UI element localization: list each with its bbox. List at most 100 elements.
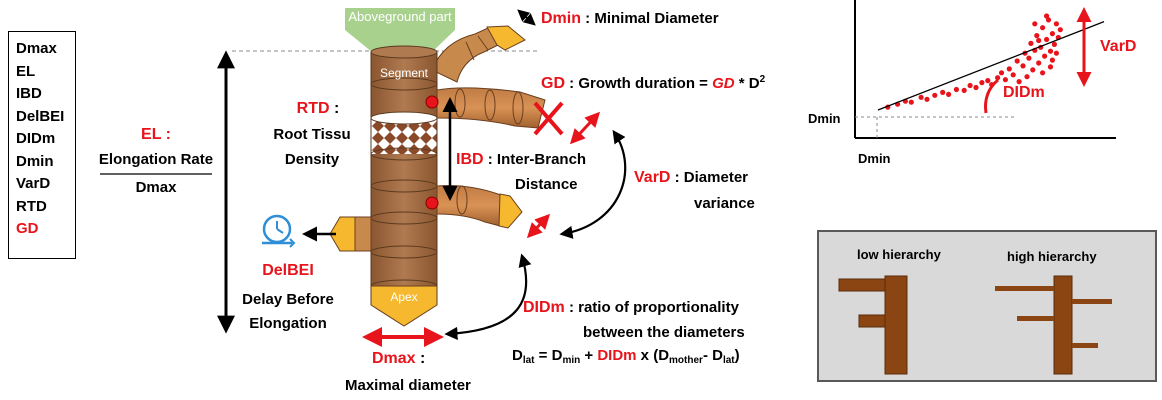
vard-curve-arrow	[559, 129, 627, 239]
param-item-dmin: Dmin	[16, 152, 54, 170]
el-abbr: EL :	[141, 126, 171, 143]
eq-times: x (D	[636, 347, 670, 364]
delbei-desc-1: Delay Before	[242, 291, 334, 308]
lower-branch-diameter-arrow	[526, 213, 551, 239]
didm-angle-arc	[984, 78, 999, 114]
scatter-point	[924, 96, 930, 102]
scatter-point	[1034, 33, 1040, 39]
rtd-sep: :	[334, 100, 340, 117]
didm-desc-2: between the diameters	[583, 324, 745, 341]
param-item-ibd: IBD	[16, 85, 42, 102]
upper-branch-diameter-arrow	[569, 111, 601, 145]
param-item-gd: GD	[16, 220, 39, 237]
trend-line	[877, 20, 1105, 111]
eq-sub-lat: lat	[522, 355, 535, 366]
didm-equation: Dlat = Dmin + DIDm x (Dmother- Dlat)	[512, 347, 740, 370]
eq-sub-min: min	[562, 355, 581, 366]
scatter-point	[1047, 64, 1054, 70]
hierarchy-panel: low hierarchy high hierarchy	[817, 230, 1157, 382]
didm-abbr: DIDm	[523, 299, 565, 316]
scatter-point	[1053, 50, 1059, 56]
eq-minus: - D	[702, 347, 723, 364]
eq-sub-mother: mother	[669, 355, 703, 366]
scatter-point	[1014, 58, 1020, 64]
rtd-desc-2: Density	[284, 151, 340, 168]
hierarchy-illustration	[838, 275, 1112, 375]
left-lateral-branch	[329, 216, 372, 252]
rtd-abbr-line: RTD :	[268, 100, 368, 118]
dmax-desc: Maximal diameter	[345, 377, 471, 394]
didm-line: DIDm : ratio of proportionality	[523, 299, 739, 317]
didm-desc-1: : ratio of proportionality	[568, 299, 739, 316]
eq-didm: DIDm	[597, 347, 637, 364]
ibd-desc-2: Distance	[515, 176, 578, 193]
eq-close: )	[734, 347, 740, 364]
delbei-abbr: DelBEI	[262, 262, 314, 279]
scatter-point	[1047, 48, 1054, 54]
scatter-point	[1036, 60, 1042, 66]
apex-label: Apex	[390, 290, 418, 304]
scatter-vard-label: VarD	[1100, 38, 1137, 55]
high-hierarchy-label: high hierarchy	[1007, 249, 1097, 264]
branch-node-lower	[425, 196, 439, 210]
aboveground-part	[345, 8, 455, 52]
dmin-desc: : Minimal Diameter	[585, 10, 719, 27]
gd-stop-cross	[533, 101, 564, 136]
branch-node-upper	[425, 95, 439, 109]
main-root	[370, 45, 438, 327]
scatter-point	[998, 70, 1005, 76]
scatter-point	[1020, 63, 1026, 69]
eq-d: D	[512, 347, 523, 364]
vard-desc-2: variance	[694, 195, 755, 212]
scatter-point	[1040, 25, 1046, 31]
dmin-line: Dmin : Minimal Diameter	[541, 10, 719, 28]
scatter-point	[1006, 66, 1012, 72]
gd-formula-exp: 2	[759, 74, 766, 85]
scatter-point	[973, 84, 979, 91]
scatter-point	[932, 92, 938, 98]
scatter-point	[1044, 36, 1050, 43]
param-item-vard: VarD	[16, 175, 51, 192]
scatter-point	[967, 82, 973, 89]
scatter-point	[1016, 79, 1022, 85]
scatter-point	[1040, 70, 1046, 76]
scatter-point	[1002, 77, 1008, 83]
scatter-didm-label: DIDm	[1003, 84, 1045, 101]
scatter-point	[1036, 37, 1042, 44]
dmax-abbr: Dmax	[372, 350, 416, 367]
scatter-point	[1044, 13, 1050, 19]
high-hierarchy-root	[995, 275, 1112, 375]
param-item-dmax: Dmax	[16, 40, 57, 57]
upper-lateral-branch	[436, 87, 546, 129]
scatter-point	[979, 80, 985, 86]
scatter-point	[1042, 53, 1048, 59]
vard-abbr: VarD	[634, 169, 671, 186]
scatter-point	[985, 78, 991, 84]
low-hierarchy-root	[838, 275, 908, 375]
scatter-x-label: Dmin	[858, 151, 891, 166]
dmin-abbr: Dmin	[541, 10, 581, 27]
eq-equals: = D	[534, 347, 563, 364]
scatter-point	[1010, 72, 1016, 78]
scatter-point	[940, 89, 946, 95]
scatter-point	[961, 87, 967, 93]
rtd-abbr: RTD	[296, 100, 330, 117]
param-item-didm: DIDm	[16, 130, 56, 147]
scatter-point	[908, 99, 914, 105]
param-item-delbei: DelBEI	[16, 107, 65, 125]
eq-sub-lat-2: lat	[722, 355, 735, 366]
scatter-point	[946, 91, 952, 97]
scatter-point	[1049, 57, 1055, 63]
dmin-arrow	[517, 9, 536, 26]
eq-plus: +	[580, 347, 598, 364]
scatter-point	[1030, 67, 1036, 73]
gd-desc: : Growth duration =	[569, 75, 708, 92]
ibd-line: IBD : Inter-Branch	[456, 151, 586, 169]
gd-formula-rest: * D	[738, 75, 760, 92]
didm-curve-arrow	[444, 253, 532, 341]
vard-line: VarD : Diameter	[634, 169, 748, 187]
el-desc: Elongation Rate	[98, 151, 214, 168]
vard-desc-1: : Diameter	[674, 169, 748, 186]
ibd-desc-1: : Inter-Branch	[487, 151, 587, 168]
